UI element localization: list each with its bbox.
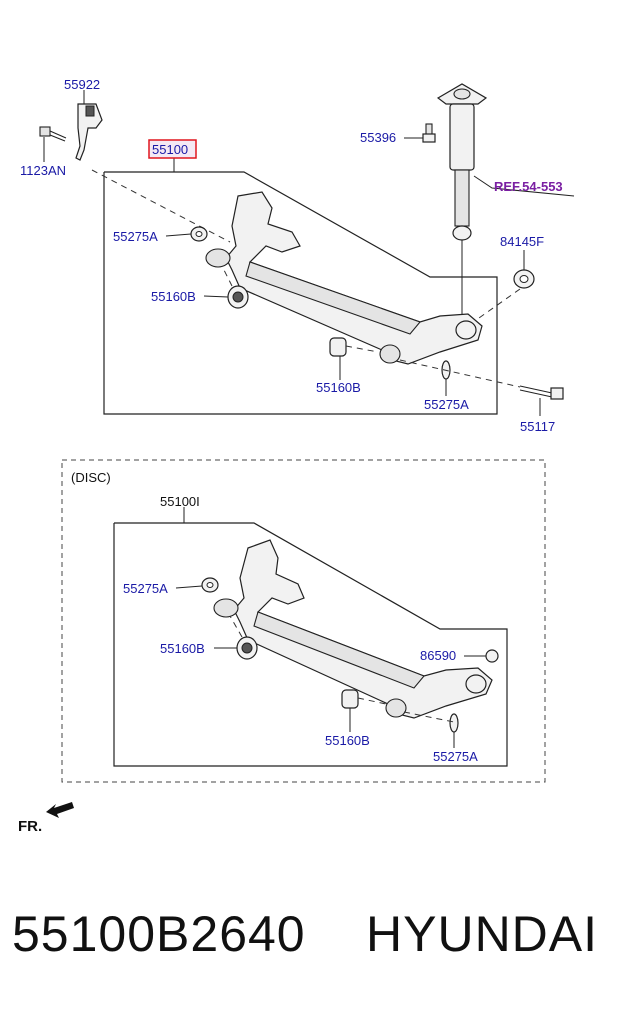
- highlight-box-55100: [148, 139, 197, 159]
- disc-leader-55275a-left: [175, 585, 203, 589]
- label-55160b-left[interactable]: 55160B: [151, 289, 196, 304]
- leader-55160b-left: [203, 295, 229, 298]
- right-bushing-55160b: [329, 337, 347, 357]
- left-bushing-dash: [221, 265, 233, 287]
- front-direction-indicator: FR.: [18, 802, 74, 835]
- disc-right-washer-55275a: [449, 713, 459, 733]
- top-assembly: 55922 1123AN 55100 55396 REF.54-553 8414…: [20, 77, 575, 434]
- label-55275a-left[interactable]: 55275A: [113, 229, 158, 244]
- disc-left-washer-55275a: [201, 577, 219, 593]
- leader-55275a-left: [165, 233, 192, 237]
- label-55396[interactable]: 55396: [360, 130, 396, 145]
- left-bushing-55160b: [227, 285, 249, 309]
- disc-header: (DISC): [71, 470, 111, 485]
- disc-left-bushing-dash: [229, 615, 243, 638]
- label-ref-54-553[interactable]: REF.54-553: [494, 179, 563, 194]
- disc-label-55160b-right[interactable]: 55160B: [325, 733, 370, 748]
- disc-bolt-dash: [403, 711, 455, 723]
- disc-right-bushing-55160b: [341, 689, 359, 709]
- label-1123an[interactable]: 1123AN: [20, 163, 66, 178]
- disc-right-bushing-dash: [357, 697, 387, 705]
- label-84145f[interactable]: 84145F: [500, 234, 544, 249]
- disc-label-55160b-left[interactable]: 55160B: [160, 641, 205, 656]
- torsion-axle-beam: [205, 191, 483, 365]
- disc-plug-86590: [485, 649, 499, 663]
- label-55117[interactable]: 55117: [520, 419, 555, 434]
- bolt-55117: [519, 385, 564, 400]
- front-label: FR.: [18, 818, 42, 835]
- disc-torsion-axle-beam: [213, 539, 493, 719]
- bolt-dash: [399, 359, 521, 388]
- top-left-dash: [91, 169, 231, 243]
- top-axle-frame: [103, 171, 498, 415]
- label-55275a-right[interactable]: 55275A: [424, 397, 469, 412]
- disc-label-55275a-left[interactable]: 55275A: [123, 581, 168, 596]
- disc-axle-frame: [113, 522, 508, 767]
- disc-assembly: (DISC): [61, 459, 546, 783]
- right-bushing-dash: [345, 345, 379, 353]
- bolt-1123an: [39, 126, 67, 142]
- shock-absorber: [436, 83, 488, 320]
- label-55922[interactable]: 55922: [64, 77, 100, 92]
- label-55100[interactable]: 55100: [152, 142, 188, 157]
- front-arrow-icon: [46, 802, 74, 818]
- part-number: 55100B2640: [12, 906, 306, 962]
- disc-left-bushing-55160b: [236, 636, 258, 660]
- bolt-55396: [422, 123, 436, 143]
- disc-label-55275a-right[interactable]: 55275A: [433, 749, 478, 764]
- disc-dashed-border: [61, 459, 546, 783]
- washer-84145f: [513, 269, 535, 289]
- label-55100i[interactable]: 55100I: [160, 494, 200, 509]
- brand-name: HYUNDAI: [366, 906, 599, 962]
- sensor-bracket-55922: [75, 103, 103, 161]
- disc-label-86590[interactable]: 86590: [420, 648, 456, 663]
- footer: 55100B2640 HYUNDAI: [0, 905, 620, 975]
- left-washer-55275a: [190, 226, 208, 242]
- leader-ref: [473, 175, 575, 197]
- parts-diagram: 55922 1123AN 55100 55396 REF.54-553 8414…: [18, 77, 575, 835]
- label-55160b-right[interactable]: 55160B: [316, 380, 361, 395]
